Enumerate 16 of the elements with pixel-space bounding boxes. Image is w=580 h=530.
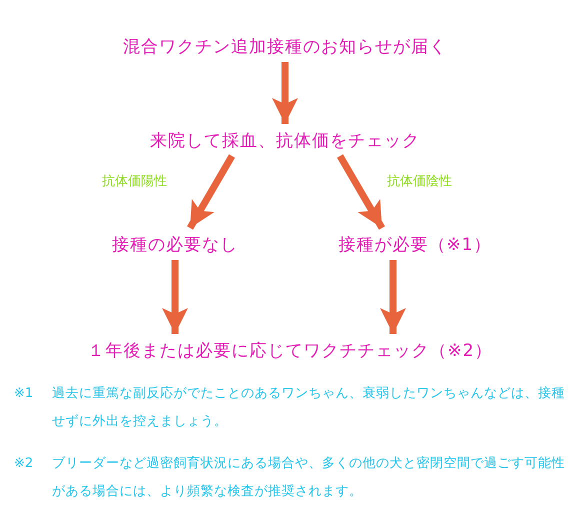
footnote-mark: ※1 [14,385,34,403]
arrow [380,260,406,334]
footnote-text: ブリーダーなど過密飼育状況にある場合や、多くの他の犬と密閉空間で過ごす可能性がある場合には、より頻繁な検査が推奨されます。 [52,454,566,501]
step-text: 接種が必要（※1） [338,234,492,256]
arrow [336,154,386,230]
arrow [272,62,298,124]
edge-label: 抗体価陽性 [100,172,169,190]
footnote-mark: ※2 [14,455,34,473]
arrow [162,260,188,334]
step-text: 来院して採血、抗体価をチェック [150,130,420,152]
step-text: 混合ワクチン追加接種のお知らせが届く [123,36,447,58]
edge-label: 抗体価陰性 [385,172,454,190]
step-text: 接種の必要なし [112,234,238,256]
arrow [186,154,236,230]
step-text: １年後または必要に応じてワクチチェック（※2） [87,340,493,362]
footnote-text: 過去に重篤な副反応がでたことのあるワンちゃん、衰弱したワンちゃんなどは、接種せずに外出を控えましょう。 [52,385,566,431]
